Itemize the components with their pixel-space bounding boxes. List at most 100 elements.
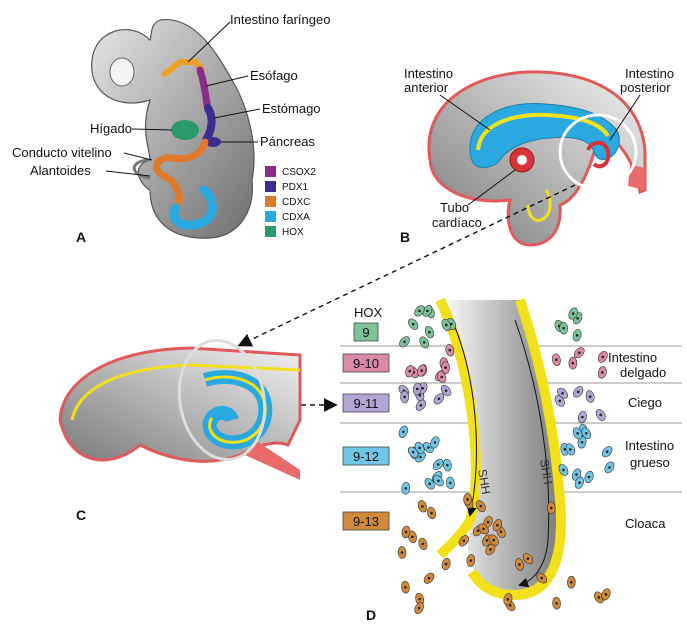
hox-rows: 99-109-119-129-13 xyxy=(343,323,389,530)
head-eye xyxy=(110,58,134,86)
mesenchyme-cell-nucleus xyxy=(445,389,448,392)
mesenchyme-cell-nucleus xyxy=(469,559,472,562)
mesenchyme-cell-nucleus xyxy=(562,327,565,330)
mesenchyme-cell-nucleus xyxy=(430,512,433,515)
label-ciego: Ciego xyxy=(628,395,662,410)
mesenchyme-cell-nucleus xyxy=(527,557,530,560)
legend-label-cdxc: CDXC xyxy=(282,197,310,208)
label-intestino-posterior-1: Intestino xyxy=(625,66,674,81)
mesenchyme-cell-nucleus xyxy=(576,317,579,320)
legend-swatch-csox2 xyxy=(265,166,276,177)
mesenchyme-cell-nucleus xyxy=(575,473,578,476)
mesenchyme-cell-nucleus xyxy=(540,577,543,580)
label-intestino-grueso-1: Intestino xyxy=(625,438,674,453)
label-intestino-grueso-2: grueso xyxy=(630,455,670,470)
mesenchyme-cell-nucleus xyxy=(507,598,510,601)
mesenchyme-cell-nucleus xyxy=(408,370,411,373)
mesenchyme-cell-nucleus xyxy=(428,577,431,580)
label-intestino-faringeo: Intestino faríngeo xyxy=(230,12,330,27)
mesenchyme-cell-nucleus xyxy=(569,448,572,451)
mesenchyme-cell-nucleus xyxy=(427,446,430,449)
label-intestino-anterior-2: anterior xyxy=(404,80,449,95)
mesenchyme-cell-nucleus xyxy=(403,341,406,344)
label-intestino-delgado-1: Intestino xyxy=(608,350,657,365)
hox-code-9-10: 9-10 xyxy=(353,356,379,371)
mesenchyme-cell-nucleus xyxy=(581,416,584,419)
mesenchyme-cell-nucleus xyxy=(405,531,408,534)
mesenchyme-cell-nucleus xyxy=(421,387,424,390)
mesenchyme-cell-nucleus xyxy=(437,463,440,466)
mesenchyme-cell-nucleus xyxy=(602,356,605,359)
mesenchyme-cell-nucleus xyxy=(403,396,406,399)
mesenchyme-cell-nucleus xyxy=(421,505,424,508)
legend-label-pdx1: PDX1 xyxy=(282,182,309,193)
mesenchyme-cell-nucleus xyxy=(416,388,419,391)
mesenchyme-cell-nucleus xyxy=(449,349,452,352)
mesenchyme-cell-nucleus xyxy=(479,505,482,508)
mesenchyme-cell-nucleus xyxy=(428,483,431,486)
label-higado: Hígado xyxy=(90,121,132,136)
mesenchyme-cell-nucleus xyxy=(555,358,558,361)
hox-header: HOX xyxy=(354,305,383,320)
mesenchyme-cell-nucleus xyxy=(487,521,490,524)
label-cloaca: Cloaca xyxy=(625,516,666,531)
mesenchyme-cell-nucleus xyxy=(500,531,503,534)
mesenchyme-cell-nucleus xyxy=(445,324,448,327)
mesenchyme-cell-nucleus xyxy=(423,341,426,344)
mesenchyme-cell-nucleus xyxy=(428,331,431,334)
mesenchyme-cell-nucleus xyxy=(418,394,421,397)
mesenchyme-cell-nucleus xyxy=(437,479,440,482)
mesenchyme-cell-nucleus xyxy=(444,366,447,369)
label-pancreas: Páncreas xyxy=(260,134,315,149)
legend-label-csox2: CSOX2 xyxy=(282,167,316,178)
mesenchyme-cell-nucleus xyxy=(496,524,499,527)
mesenchyme-cell-nucleus xyxy=(446,464,449,467)
legend-swatch-pdx1 xyxy=(265,181,276,192)
panel-label-b: B xyxy=(400,229,410,245)
mesenchyme-cell-nucleus xyxy=(486,539,489,542)
label-estomago: Estómago xyxy=(262,101,321,116)
panel-c: C xyxy=(60,334,300,523)
label-tubo-1: Tubo xyxy=(440,200,469,215)
mesenchyme-cell-nucleus xyxy=(466,498,469,501)
mesenchyme-cell-nucleus xyxy=(581,441,584,444)
mesenchyme-cell-nucleus xyxy=(570,581,573,584)
mesenchyme-cell-nucleus xyxy=(572,312,575,315)
mesenchyme-cell-nucleus xyxy=(412,323,415,326)
label-intestino-delgado-2: delgado xyxy=(620,365,666,380)
mesenchyme-cell-nucleus xyxy=(438,398,441,401)
mesenchyme-cell-nucleus xyxy=(422,543,425,546)
mesenchyme-cell-nucleus xyxy=(418,598,421,601)
mesenchyme-cell-nucleus xyxy=(418,607,421,610)
mesenchyme-cell-nucleus xyxy=(434,441,437,444)
mesenchyme-cell-nucleus xyxy=(555,602,558,605)
mesenchyme-cell-nucleus xyxy=(518,563,521,566)
mesenchyme-cell-nucleus xyxy=(576,432,579,435)
mesenchyme-cell-nucleus xyxy=(585,432,588,435)
mesenchyme-cell-nucleus xyxy=(482,528,485,531)
mesenchyme-cell-nucleus xyxy=(558,400,561,403)
mesenchyme-cell-nucleus xyxy=(420,404,423,407)
legend-swatch-hox xyxy=(265,226,276,237)
legend-label-cdxa: CDXA xyxy=(282,212,310,223)
hox-code-9-12: 9-12 xyxy=(353,449,379,464)
hox-code-9-13: 9-13 xyxy=(353,514,379,529)
panel-a: Intestino faríngeo Esófago Estómago Híga… xyxy=(12,12,330,245)
mesenchyme-cell-nucleus xyxy=(489,548,492,551)
mesenchyme-cell-nucleus xyxy=(445,563,448,566)
mesenchyme-cell-nucleus xyxy=(562,469,565,472)
mesenchyme-cell-nucleus xyxy=(598,596,601,599)
label-alantoides: Alantoides xyxy=(30,163,91,178)
hox-code-9: 9 xyxy=(362,325,369,340)
mesenchyme-cell-nucleus xyxy=(576,334,579,337)
mesenchyme-cell-nucleus xyxy=(550,507,553,510)
gut-liver xyxy=(171,120,199,140)
mesenchyme-cell-nucleus xyxy=(589,395,592,398)
mesenchyme-cell-nucleus xyxy=(599,414,602,417)
mesenchyme-cell-nucleus xyxy=(426,310,429,313)
mesenchyme-cell-nucleus xyxy=(588,476,591,479)
legend-swatch-cdxa xyxy=(265,211,276,222)
legend-label-hox: HOX xyxy=(282,227,304,238)
mesenchyme-cell-nucleus xyxy=(440,376,443,379)
